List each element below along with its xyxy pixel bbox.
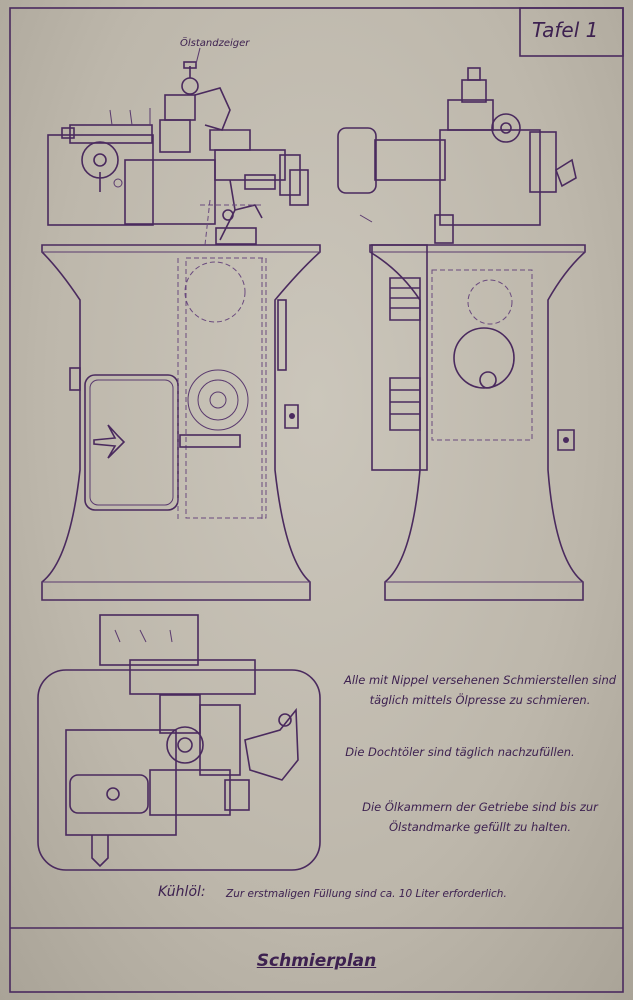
left-head-block [47,134,154,226]
sheet-number-label: Tafel 1 [532,18,599,42]
left-door [84,374,179,511]
plan-gear-icon [166,726,204,764]
oil-level-indicator-label: Ölstandzeiger [180,38,250,49]
motor-pulley-icon [187,369,249,431]
right-pedestal-outline [369,244,586,601]
left-pedestal-outline [41,244,321,601]
plan-base-outline [37,669,321,871]
oil-level-indicator-icon [181,77,199,95]
right-elevation-view [337,67,586,601]
plan-motor [69,774,149,814]
tafel-box [519,7,624,57]
drawing-title: Schmierplan [256,951,377,971]
lubrication-note-wick-oilers: Die Dochtöler sind täglich nachzufüllen. [345,745,575,759]
lubrication-note-nipples: Alle mit Nippel versehenen Schmierstelle… [343,673,617,707]
right-handwheel-icon [453,327,515,389]
outer-border [9,7,624,993]
door-handle-icon [93,424,126,459]
belt-pulley-icon [389,277,421,321]
coolant-label: Kühlöl: [158,884,206,900]
left-side-knob-icon [284,404,299,429]
right-side-cover [371,244,428,471]
right-head-block [439,129,541,226]
coolant-note: Zur erstmaligen Füllung sind ca. 10 Lite… [226,888,507,900]
plan-view [37,614,321,871]
left-elevation-view [41,47,321,601]
right-dial-icon [491,113,521,143]
right-motor-housing [337,127,377,194]
lubrication-note-oil-chambers: Die Ölkammern der Getriebe sind bis zur … [362,800,598,834]
